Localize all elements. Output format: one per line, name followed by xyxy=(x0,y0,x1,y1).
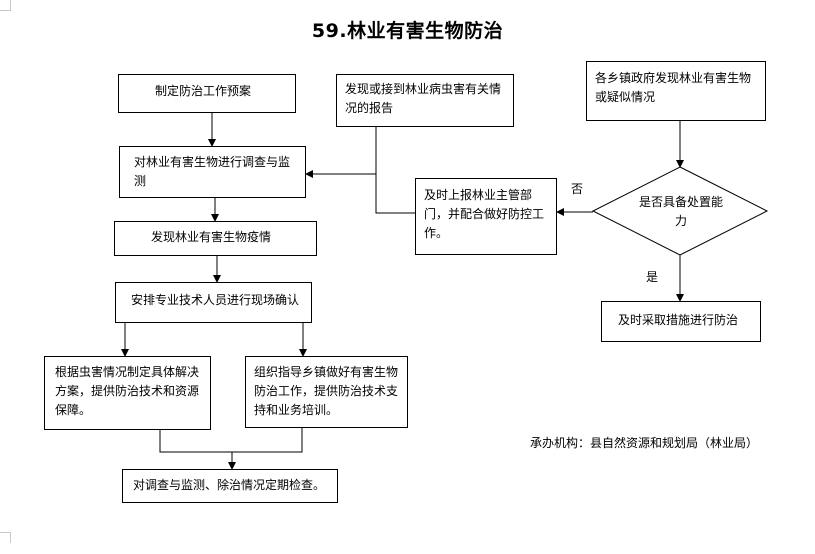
immediate-box: 及时采取措施进行防治 xyxy=(601,301,761,342)
epidemic-box: 发现林业有害生物疫情 xyxy=(114,221,317,256)
plan-box: 制定防治工作预案 xyxy=(118,74,296,113)
no-label: 否 xyxy=(571,182,584,196)
page-corner-bottom-left xyxy=(0,532,11,543)
survey-box: 对林业有害生物进行调查与监测 xyxy=(119,146,306,198)
guide-box: 组织指导乡镇做好有害生物防治工作，提供防治技术支持和业务培训。 xyxy=(245,356,408,428)
page-title: 59.林业有害生物防治 xyxy=(311,20,504,42)
confirm-box: 安排专业技术人员进行现场确认 xyxy=(115,282,312,323)
town-discover-box: 各乡镇政府发现林业有害生物或疑似情况 xyxy=(586,61,766,121)
inspect-box: 对调查与监测、除治情况定期检查。 xyxy=(122,469,338,503)
merge-connector xyxy=(159,428,303,453)
solution-box: 根据虫害情况制定具体解决方案，提供防治技术和资源保障。 xyxy=(44,356,211,430)
report-up-box: 及时上报林业主管部门，并配合做好防控工作。 xyxy=(415,178,557,255)
decision-label: 是否具备处置能力 xyxy=(639,195,724,228)
report-box: 发现或接到林业病虫害有关情况的报告 xyxy=(336,74,514,127)
yes-label: 是 xyxy=(646,270,659,284)
footer-agency: 承办机构：县自然资源和规划局（林业局） xyxy=(530,436,759,450)
connector-report-to-reportup xyxy=(375,127,415,214)
page-corner-top-left xyxy=(0,0,11,11)
decision-diamond xyxy=(591,166,769,256)
